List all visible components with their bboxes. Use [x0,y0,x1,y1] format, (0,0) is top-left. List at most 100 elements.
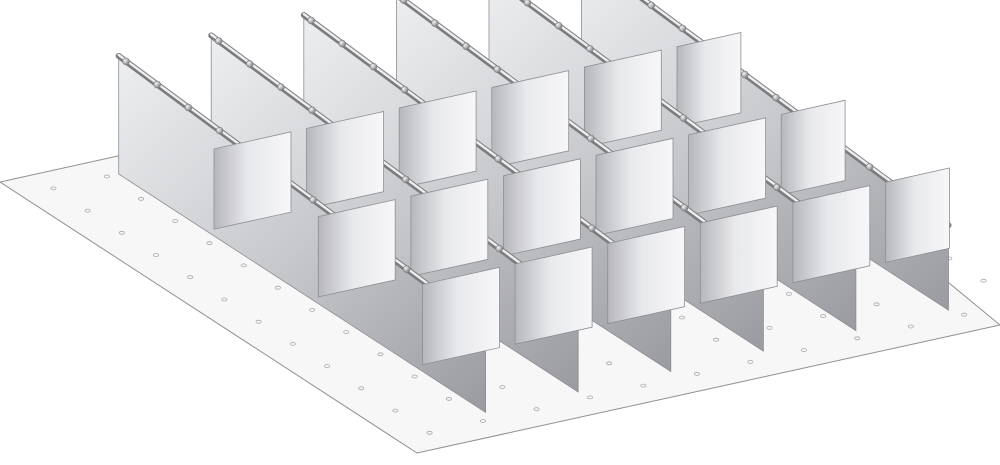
cross-partition [676,32,742,128]
hinge-knuckle [184,103,193,112]
perforation-hole [533,407,540,412]
hinge-knuckle [122,57,130,66]
cross-partition [422,266,500,366]
divider-top-highlight [210,33,580,308]
hinge-knuckle [309,196,317,204]
perforation-hole [392,408,399,413]
perforation-hole [118,230,125,235]
cross-partition [885,167,950,263]
hinge-knuckle [494,155,502,163]
cross-partition [584,49,662,148]
divider-top-highlight [643,0,950,226]
perforation-hole [377,352,384,357]
perforation-hole [172,219,179,223]
perforation-hole [50,186,57,191]
hinge-knuckle [495,244,503,253]
perforation-hole [854,336,861,341]
perforation-hole [274,285,281,290]
perforation-hole [343,330,350,335]
perforation-hole [499,385,506,389]
perforation-hole [785,291,792,296]
cross-partition [398,90,477,189]
hinge-knuckle [153,80,161,89]
hinge-knuckle [307,16,315,25]
perforation-hole [873,302,880,307]
perforation-hole [309,307,316,312]
perforation-hole [358,386,365,391]
cross-partition [306,111,385,210]
perforation-hole [606,361,613,366]
divider-top-highlight [302,12,672,287]
cross-partition [410,178,489,277]
cross-partition [514,246,593,345]
hinge-knuckle [772,93,780,102]
perforation-hole [479,419,486,423]
hinge-knuckle [401,85,409,94]
cross-partition [491,70,570,169]
hinge-knuckle [523,0,532,7]
cross-partition [699,205,778,304]
perforation-hole [640,383,647,388]
hinge-knuckle [773,183,781,192]
divider-top-highlight [403,0,765,267]
hinge-knuckle [308,106,316,114]
perforation-hole [411,374,418,379]
cross-partition [317,199,396,298]
perforation-hole [820,314,827,319]
perforation-hole [323,364,330,369]
hinge-knuckle [215,126,224,135]
perforation-hole [152,253,159,257]
cross-partition [595,137,674,236]
perforation-hole [221,297,228,302]
perforation-hole [747,359,754,364]
divider-top-highlight [117,53,487,328]
perforation-hole [713,337,720,342]
hinge-knuckle [587,134,595,143]
perforation-hole [84,208,91,213]
perforation-hole [445,396,452,401]
perforation-hole [693,371,700,376]
cross-partition [792,185,871,284]
cross-partition [780,99,846,196]
hinge-knuckle [680,204,689,212]
perforation-hole [206,241,213,246]
perforation-hole [187,275,194,280]
hinge-knuckle [554,22,563,30]
hinge-knuckle [400,0,408,4]
perforation-hole [679,315,686,320]
perforation-hole [961,312,968,317]
hinge-knuckle [462,42,470,50]
perforation-hole [980,278,987,283]
perforation-hole [103,174,110,179]
cross-partition [688,117,766,216]
perforation-hole [138,196,145,201]
hinge-knuckle [338,39,346,48]
cross-partition [503,158,581,257]
divider-top-highlight [523,0,858,246]
hinge-knuckle [586,45,594,53]
perforation-hole [907,324,914,329]
hinge-knuckle [369,62,378,71]
hinge-knuckle [246,60,254,68]
hinge-knuckle [865,163,874,171]
hinge-knuckle [741,70,749,79]
perforation-hole [289,341,296,346]
hinge-knuckle [402,175,410,184]
hinge-knuckle [431,19,439,27]
cross-partition [213,131,292,230]
perforation-hole [587,395,594,400]
hinge-knuckle [588,224,596,232]
hinge-knuckle [647,1,655,10]
perforation-hole [426,430,433,435]
hinge-knuckle [403,265,411,273]
hinge-knuckle [277,83,285,91]
hinge-knuckle [493,65,501,74]
divider-group [115,0,952,414]
hinge-knuckle [214,37,223,45]
perforation-hole [240,263,247,268]
perforation-hole [800,348,807,353]
hinge-knuckle [679,114,688,122]
divider-row [115,52,500,414]
perforation-hole [255,319,262,324]
